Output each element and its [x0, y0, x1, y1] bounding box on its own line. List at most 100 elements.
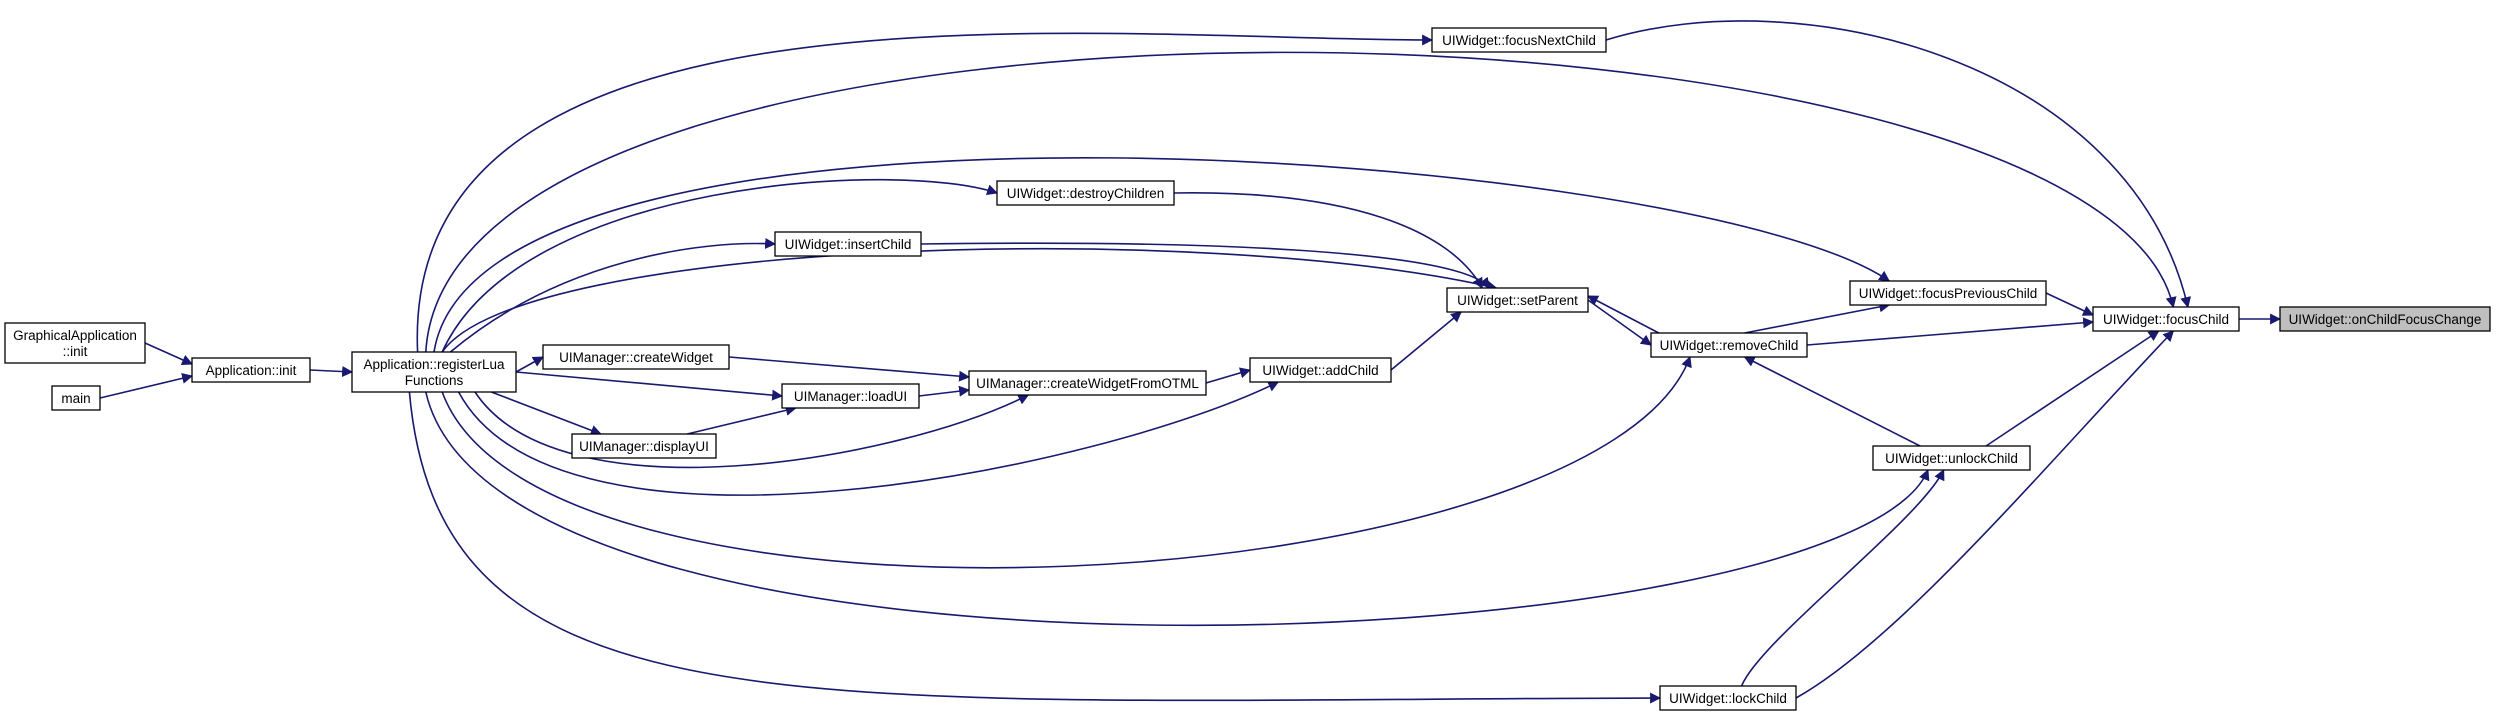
node-onChildFocusChange: UIWidget::onChildFocusChange: [2279, 306, 2491, 332]
edge-createWidget-to-createWidgetFromOTML: [728, 356, 971, 382]
edge-registerLuaFunctions-to-loadUI: [515, 371, 784, 401]
edges-layer: [99, 20, 2282, 704]
edge-path: [920, 242, 1490, 289]
node-label: UIWidget::focusPreviousChild: [1859, 286, 2038, 301]
edge-lockChild-to-focusChild: [1795, 330, 2175, 699]
node-box: [191, 357, 311, 383]
edge-registerLuaFunctions-to-focusChild: [425, 51, 2177, 353]
node-focusNextChild[interactable]: UIWidget::focusNextChild: [1431, 27, 1607, 53]
node-label: UIManager::createWidget: [559, 350, 713, 365]
edge-appInit-to-registerLuaFunctions: [309, 366, 354, 378]
edge-registerLuaFunctions-to-removeChild: [441, 355, 1692, 569]
edge-removeChild-to-focusPreviousChild: [1744, 301, 1891, 334]
node-box: [2092, 306, 2240, 332]
edge-path: [1744, 301, 1891, 334]
edge-path: [474, 391, 1030, 469]
node-insertChild[interactable]: UIWidget::insertChild: [774, 231, 922, 257]
node-box: [2279, 306, 2491, 332]
node-label: UIWidget::focusChild: [2103, 312, 2229, 327]
node-graphicalInit[interactable]: GraphicalApplication::init: [4, 322, 146, 364]
node-createWidget[interactable]: UIManager::createWidget: [542, 344, 730, 370]
node-label: GraphicalApplication: [13, 328, 137, 343]
node-lockChild[interactable]: UIWidget::lockChild: [1659, 685, 1797, 711]
node-box: [1659, 685, 1797, 711]
node-label: ::init: [63, 344, 88, 359]
node-label: main: [61, 391, 90, 406]
edge-path: [441, 179, 999, 353]
edge-removeChild-to-focusChild: [1806, 317, 2095, 346]
edge-path: [1205, 367, 1252, 384]
edge-destroyChildren-to-setParent: [1173, 192, 1483, 289]
edge-path: [1605, 20, 2191, 309]
node-setParent[interactable]: UIWidget::setParent: [1446, 287, 1589, 313]
edge-registerLuaFunctions-to-insertChild: [449, 237, 777, 353]
node-unlockChild[interactable]: UIWidget::unlockChild: [1872, 445, 2031, 471]
node-focusChild[interactable]: UIWidget::focusChild: [2092, 306, 2240, 332]
edge-registerLuaFunctions-to-addChild: [457, 381, 1280, 496]
node-appInit[interactable]: Application::init: [191, 357, 311, 383]
node-box: [1249, 357, 1392, 383]
edge-unlockChild-to-removeChild: [1743, 356, 1921, 447]
node-box: [1446, 287, 1589, 313]
node-box: [774, 231, 922, 257]
edge-path: [1985, 330, 2160, 447]
edge-path: [1795, 330, 2175, 699]
node-label: UIManager::displayUI: [579, 439, 709, 454]
edge-path: [425, 51, 2177, 353]
edge-registerLuaFunctions-to-focusNextChild: [416, 32, 1434, 353]
edge-registerLuaFunctions-to-createWidgetFromOTML: [474, 391, 1030, 469]
node-destroyChildren[interactable]: UIWidget::destroyChildren: [996, 180, 1175, 206]
edge-setParent-to-removeChild: [1587, 299, 1652, 346]
edge-path: [144, 342, 194, 365]
node-loadUI[interactable]: UIManager::loadUI: [781, 383, 920, 409]
node-label: UIWidget::addChild: [1262, 363, 1378, 378]
edge-path: [1587, 295, 1660, 334]
node-main[interactable]: main: [51, 385, 101, 411]
node-label: UIManager::loadUI: [794, 389, 907, 404]
edge-path: [687, 404, 797, 435]
edge-unlockChild-to-focusChild: [1985, 330, 2160, 447]
node-box: [968, 370, 1207, 396]
edge-path: [425, 391, 1930, 627]
node-createWidgetFromOTML[interactable]: UIManager::createWidgetFromOTML: [968, 370, 1207, 396]
node-box: [1650, 332, 1808, 358]
node-label: Functions: [405, 373, 464, 388]
nodes-layer: UIWidget::onChildFocusChange UIWidget::fo…: [4, 27, 2491, 711]
node-box: [1431, 27, 1607, 53]
edge-path: [457, 381, 1280, 496]
node-label: UIWidget::lockChild: [1669, 691, 1787, 706]
edge-focusNextChild-to-focusChild: [1605, 20, 2191, 309]
edge-insertChild-to-setParent: [920, 242, 1490, 289]
edge-path: [309, 366, 354, 378]
node-removeChild[interactable]: UIWidget::removeChild: [1650, 332, 1808, 358]
node-label: UIWidget::removeChild: [1660, 338, 1799, 353]
edge-path: [1740, 469, 1945, 687]
node-box: [542, 344, 730, 370]
node-label: UIWidget::unlockChild: [1885, 451, 2018, 466]
edge-registerLuaFunctions-to-lockChild: [408, 391, 1662, 704]
node-label: UIWidget::insertChild: [785, 237, 912, 252]
edge-path: [441, 248, 1498, 353]
node-box: [51, 385, 101, 411]
edge-path: [515, 371, 784, 401]
node-label: UIWidget::focusNextChild: [1442, 33, 1596, 48]
node-label: UIWidget::onChildFocusChange: [2289, 312, 2482, 327]
edge-path: [2045, 292, 2094, 316]
edge-registerLuaFunctions-to-destroyChildren: [441, 179, 999, 353]
node-box: [1849, 280, 2047, 306]
node-box: [351, 351, 517, 393]
edge-displayUI-to-loadUI: [687, 404, 797, 435]
edge-path: [728, 356, 971, 382]
node-box: [571, 433, 717, 459]
node-box: [1872, 445, 2031, 471]
edge-lockChild-to-unlockChild: [1740, 469, 1945, 687]
edge-registerLuaFunctions-to-setParent: [441, 248, 1498, 353]
node-box: [996, 180, 1175, 206]
node-addChild[interactable]: UIWidget::addChild: [1249, 357, 1392, 383]
node-displayUI[interactable]: UIManager::displayUI: [571, 433, 717, 459]
node-box: [4, 322, 146, 364]
edge-path: [1806, 317, 2095, 346]
node-focusPreviousChild[interactable]: UIWidget::focusPreviousChild: [1849, 280, 2047, 306]
